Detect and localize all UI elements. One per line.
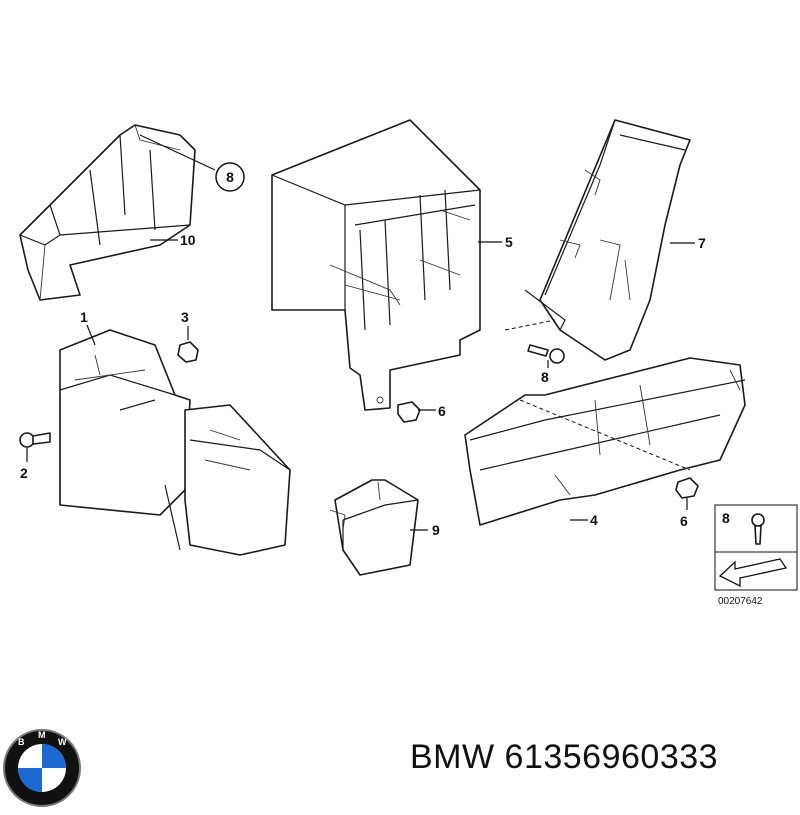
footer: B M W BMW 61356960333 [0,700,800,807]
callout-6-right: 6 [680,498,688,529]
callout-6-center: 6 [418,403,446,419]
part-4-carrier [464,357,746,526]
callout-label-8-top: 8 [226,169,234,185]
callout-label-2: 2 [20,465,28,481]
callout-label-6-right: 6 [680,513,688,529]
callout-7: 7 [670,235,706,251]
callout-9: 9 [410,522,440,538]
part-number: 61356960333 [504,738,719,776]
callout-label-3: 3 [181,309,189,325]
callout-label-8-middle: 8 [541,369,549,385]
callout-label-9: 9 [432,522,440,538]
callout-label-1: 1 [80,309,88,325]
part-3-nut [177,341,199,363]
callout-label-4: 4 [590,512,598,528]
part-10-tray [19,124,196,301]
part-6-grommet [397,401,421,423]
callout-5: 5 [478,234,513,250]
arrow-icon [718,558,788,588]
callout-1: 1 [80,309,96,346]
legend-box: 8 00207642 [714,504,798,607]
part-9-holder [329,479,419,576]
callout-label-10: 10 [180,232,196,248]
callout-10: 10 [150,232,196,248]
svg-text:B: B [18,737,25,747]
callout-8-top: 8 [139,134,245,192]
part-8-screw [504,319,565,364]
callout-4: 4 [570,512,598,528]
part-number-caption: BMW 61356960333 [410,738,718,777]
callout-label-6-center: 6 [438,403,446,419]
callout-3: 3 [181,309,189,340]
part-6-grommet-right [675,477,699,499]
svg-text:M: M [38,730,46,740]
callout-2: 2 [20,448,28,481]
callout-label-7: 7 [698,235,706,251]
svg-text:W: W [58,737,67,747]
bmw-logo-icon: B M W [3,729,81,807]
part-7-bracket [524,119,691,361]
part-2-screw [19,432,51,448]
legend-screw-icon [751,513,765,545]
part-1-module [59,329,291,556]
catalog-code: 00207642 [718,596,763,607]
callout-label-5: 5 [505,234,513,250]
legend-label-8: 8 [722,510,730,526]
part-5-housing [271,119,481,411]
brand-name: BMW [410,738,495,776]
callout-8-middle: 8 [541,360,549,385]
